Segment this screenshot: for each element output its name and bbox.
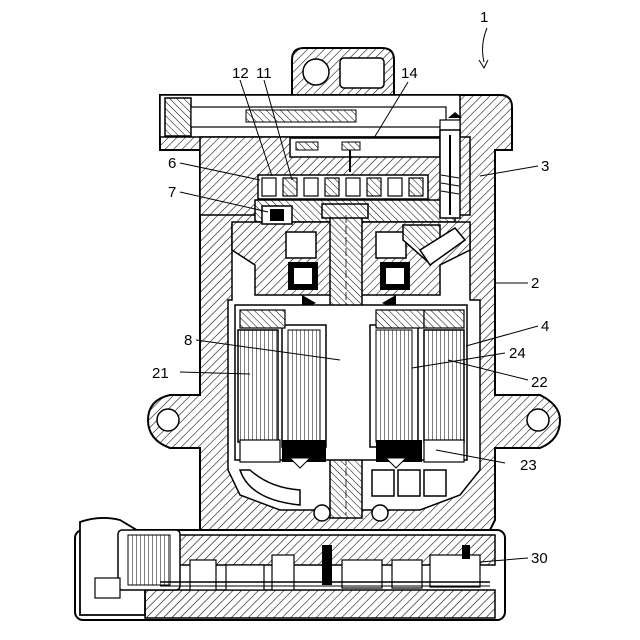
ref-label-4: 4 [541, 318, 549, 335]
top-mount-hole [303, 59, 329, 85]
ref-label-21: 21 [152, 365, 169, 382]
right-mount-hole [527, 409, 549, 431]
ref-label-2: 2 [531, 275, 539, 292]
ref-label-23: 23 [520, 457, 537, 474]
ref-label-7: 7 [168, 184, 176, 201]
ref-label-6: 6 [168, 155, 176, 172]
ref-label-11: 11 [256, 65, 272, 82]
ref-label-22: 22 [531, 374, 548, 391]
ref-label-1: 1 [480, 9, 488, 26]
ref-label-24: 24 [509, 345, 526, 362]
left-mount-hole [157, 409, 179, 431]
ref-label-12: 12 [232, 65, 249, 82]
top-cover-assembly [160, 95, 462, 138]
electric-motor [235, 305, 467, 468]
stator-right [424, 330, 464, 442]
ref-label-3: 3 [541, 158, 549, 175]
ref-label-8: 8 [184, 332, 192, 349]
inverter-unit [75, 518, 505, 620]
ref-label-14: 14 [401, 65, 418, 82]
scroll-wraps [258, 175, 428, 199]
ref-label-30: 30 [531, 550, 548, 567]
